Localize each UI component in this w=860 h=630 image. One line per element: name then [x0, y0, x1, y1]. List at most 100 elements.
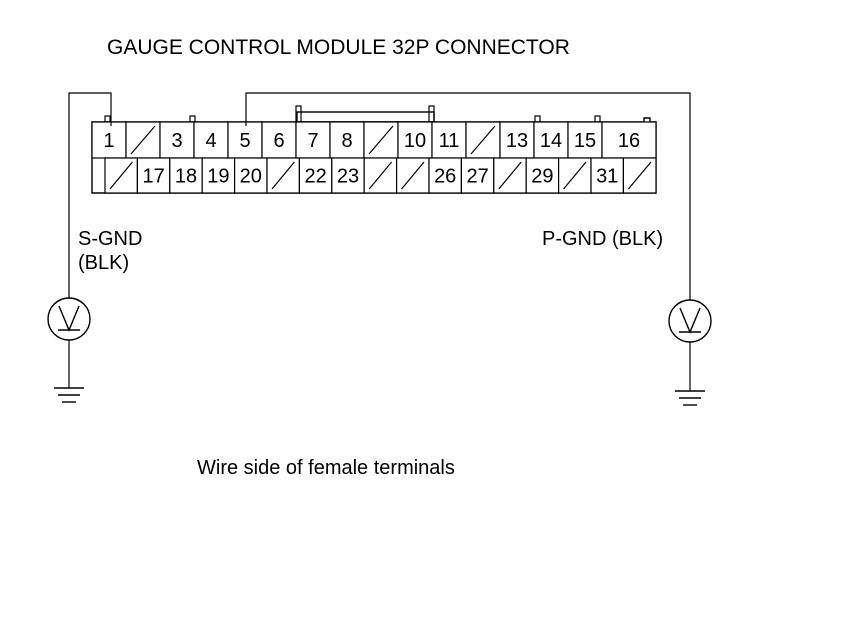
bottom-row-cell [622, 157, 657, 194]
s-gnd-label: S-GND [78, 228, 142, 250]
terminal-cavity [298, 157, 333, 194]
terminal-number: 29 [531, 166, 553, 188]
s-gnd-color-label: (BLK) [78, 252, 129, 274]
terminal-number: 31 [596, 166, 618, 188]
terminal-number: 1 [103, 130, 114, 152]
unused-terminal-slash [470, 125, 496, 155]
wire-p-gnd [245, 92, 691, 300]
top-row-cell: 7 [295, 121, 331, 159]
connector-latch [296, 111, 435, 123]
terminal-cavity [91, 121, 127, 159]
bottom-row-cell [493, 157, 527, 194]
terminal-number: 10 [404, 130, 426, 152]
voltmeter-right-icon [668, 299, 712, 343]
terminal-cavity [234, 157, 268, 194]
terminal-number: 7 [307, 130, 318, 152]
top-row-cell: 3 [159, 121, 195, 159]
terminal-cavity [169, 157, 203, 194]
bottom-row-cell [396, 157, 430, 194]
wire-s-gnd [68, 92, 112, 298]
unused-terminal-slash [401, 161, 425, 190]
bottom-row-cell: 19 [201, 157, 236, 194]
top-row-cell: 1 [91, 121, 127, 159]
diagram-caption: Wire side of female terminals [197, 457, 455, 479]
terminal-number: 15 [574, 130, 596, 152]
unused-terminal-slash [109, 161, 133, 190]
top-row-cell: 14 [533, 121, 569, 159]
unused-terminal-slash [130, 125, 156, 155]
key-tab [104, 115, 111, 123]
top-row-cell: 8 [329, 121, 365, 159]
terminal-number: 3 [171, 130, 182, 152]
terminal-number: 11 [439, 130, 460, 152]
key-tab [534, 115, 541, 123]
terminal-cavity [431, 121, 467, 159]
top-row-cell [125, 121, 161, 159]
bottom-row-cell: 31 [590, 157, 625, 194]
key-tab [594, 115, 601, 123]
terminal-number: 5 [239, 130, 250, 152]
top-row-cell: 16 [601, 121, 657, 159]
bottom-row-cell: 17 [136, 157, 171, 194]
bottom-row-cell: 27 [460, 157, 495, 194]
key-tab [189, 115, 196, 123]
top-row-cell: 5 [227, 121, 263, 159]
bottom-row-cell: 20 [234, 157, 268, 194]
terminal-cavity [331, 157, 365, 194]
top-row-cell: 13 [499, 121, 535, 159]
voltmeter-left-icon [47, 297, 91, 341]
bottom-row-cell: 29 [525, 157, 560, 194]
top-row-cell: 15 [567, 121, 603, 159]
bottom-row-cell [104, 157, 139, 194]
terminal-number: 14 [540, 130, 562, 152]
terminal-number: 17 [142, 166, 164, 188]
terminal-number: 26 [434, 166, 456, 188]
terminal-number: 19 [207, 166, 229, 188]
unused-terminal-slash [368, 125, 394, 155]
unused-terminal-slash [368, 161, 393, 190]
latch-post-right [428, 105, 435, 123]
bottom-row-cell: 26 [428, 157, 463, 194]
terminal-cavity [590, 157, 625, 194]
bottom-row-cell [266, 157, 301, 194]
top-row-cell: 11 [431, 121, 467, 159]
bottom-row-cell: 18 [169, 157, 203, 194]
terminal-cavity [201, 157, 236, 194]
terminal-number: 20 [240, 166, 262, 188]
unused-terminal-slash [271, 161, 295, 190]
terminal-cavity [499, 121, 535, 159]
p-gnd-label: P-GND (BLK) [542, 228, 663, 250]
terminal-cavity [428, 157, 463, 194]
terminal-number: 4 [205, 130, 216, 152]
terminal-cavity [159, 121, 195, 159]
terminal-cavity [261, 121, 297, 159]
terminal-number: 6 [273, 130, 284, 152]
ground-right-icon [675, 390, 705, 406]
unused-terminal-slash [498, 161, 522, 190]
terminal-number: 23 [337, 166, 359, 188]
bottom-row-cell [363, 157, 398, 194]
terminal-number: 13 [506, 130, 528, 152]
diagram-title: GAUGE CONTROL MODULE 32P CONNECTOR [107, 36, 570, 59]
terminal-cavity [533, 121, 569, 159]
terminal-number: 8 [341, 130, 352, 152]
bottom-row-cell [557, 157, 592, 194]
unused-terminal-slash [627, 161, 652, 190]
ground-left-icon [54, 387, 84, 403]
bottom-row-cell: 22 [298, 157, 333, 194]
top-row-cell [465, 121, 501, 159]
top-row-cell: 10 [397, 121, 433, 159]
terminal-number: 22 [304, 166, 326, 188]
terminal-cavity [525, 157, 560, 194]
bottom-row-cell: 23 [331, 157, 365, 194]
top-row-cell: 4 [193, 121, 229, 159]
terminal-cavity [460, 157, 495, 194]
top-row-cell: 6 [261, 121, 297, 159]
terminal-number: 16 [618, 130, 640, 152]
terminal-number: 18 [175, 166, 197, 188]
